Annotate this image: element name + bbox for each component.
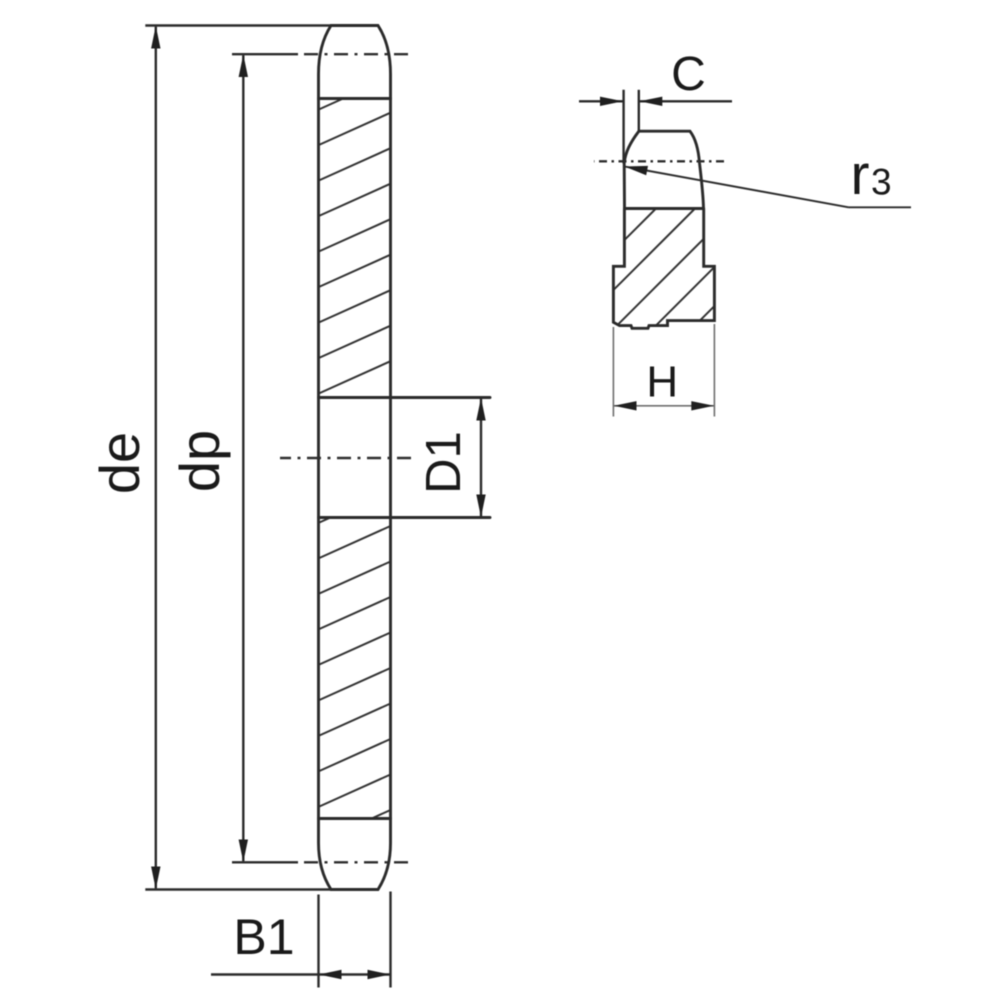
svg-text:D1: D1	[417, 431, 471, 494]
svg-text:de: de	[88, 432, 151, 494]
svg-text:3: 3	[871, 162, 892, 203]
svg-text:C: C	[671, 48, 706, 101]
svg-text:dp: dp	[168, 430, 231, 492]
svg-text:r: r	[851, 143, 870, 207]
svg-text:B1: B1	[233, 909, 294, 965]
svg-text:H: H	[646, 358, 678, 407]
